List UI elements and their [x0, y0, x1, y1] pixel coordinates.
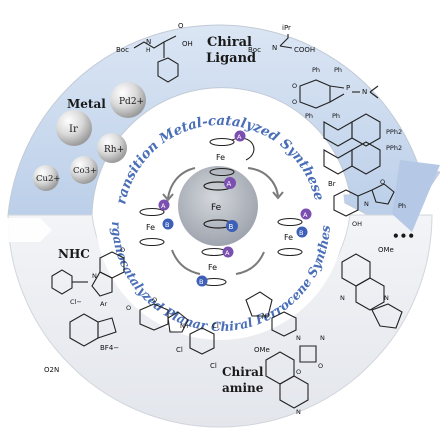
svg-text:iPr: iPr [282, 24, 291, 32]
substituent-b-marker [226, 220, 238, 232]
svg-text:O: O [178, 22, 184, 30]
svg-text:Ph: Ph [305, 112, 313, 120]
svg-text:Ph: Ph [398, 202, 406, 210]
svg-text:N: N [262, 312, 267, 320]
svg-text:Fe: Fe [208, 263, 217, 272]
svg-text:B: B [299, 229, 303, 237]
svg-text:N: N [272, 44, 277, 52]
metal-title: Metal [67, 97, 106, 111]
svg-text:N+: N+ [180, 322, 190, 330]
oxazoline-structure: Br O N OH Ph [328, 178, 406, 228]
chiral-ligand-line2: Ligand [206, 51, 256, 66]
svg-text:PPh2: PPh2 [386, 144, 402, 152]
ferrocene-left: Fe A B [139, 199, 174, 247]
cycle-arrows [162, 167, 284, 275]
svg-text:N: N [320, 334, 325, 342]
svg-text:N: N [296, 408, 301, 416]
metal-label-rh: Rh+ [104, 145, 124, 155]
boc-phenylalanine-structure: Boc N H O OH [116, 22, 193, 83]
ferrocene-bottom: Fe B A [196, 246, 234, 287]
svg-text:Boc: Boc [116, 46, 129, 54]
svg-text:B: B [199, 278, 203, 286]
svg-text:Cl: Cl [176, 346, 183, 354]
ring-right-arrow [392, 160, 440, 232]
svg-text:H: H [146, 47, 151, 54]
metal-label-pd: Pd2+ [119, 97, 144, 107]
cinchona-squaramide-structure: OMe N N N N O O OMe N N [245, 246, 403, 416]
ring-left-arrow [0, 218, 52, 242]
svg-text:Fe: Fe [146, 223, 155, 232]
svg-text:A: A [237, 133, 242, 141]
chiral-amine-line2: amine [222, 381, 264, 395]
svg-text:O: O [380, 178, 385, 186]
svg-text:Cl: Cl [210, 362, 217, 370]
svg-text:Fe: Fe [216, 153, 225, 162]
svg-text:B: B [229, 223, 234, 231]
svg-text:A: A [227, 180, 232, 188]
svg-text:A: A [161, 202, 166, 210]
svg-text:Ar: Ar [100, 300, 107, 308]
svg-text:OH: OH [352, 220, 362, 228]
svg-text:N: N [296, 334, 301, 342]
svg-text:OH: OH [182, 40, 193, 48]
svg-text:A: A [225, 249, 230, 257]
svg-text:Cl−: Cl− [70, 298, 82, 306]
svg-text:O: O [318, 362, 323, 370]
svg-text:O2N: O2N [44, 366, 59, 374]
metal-spheres: Pd2+ Ir Rh+ Co3+ Cu2+ [33, 82, 146, 191]
svg-text:Fe: Fe [284, 233, 293, 242]
svg-text:O: O [292, 98, 297, 106]
chiral-amine-line1: Chiral [222, 365, 264, 379]
svg-text:Ph: Ph [334, 66, 342, 74]
svg-text:OMe: OMe [378, 246, 394, 254]
svg-text:Br: Br [328, 180, 336, 188]
svg-text:Boc: Boc [248, 46, 261, 54]
nhc-morpholine-triazolium: O N Ar Cl− [51, 246, 125, 308]
svg-text:COOH: COOH [294, 46, 315, 54]
metal-label-cu: Cu2+ [36, 174, 61, 184]
svg-text:OMe: OMe [254, 346, 270, 354]
svg-text:B: B [165, 221, 169, 229]
svg-text:O: O [152, 296, 157, 304]
svg-text:N: N [340, 294, 345, 302]
svg-text:O: O [120, 246, 125, 254]
nhc-indanol-triazolium: O O N+ BF4− Cl Cl Cl O2N [44, 296, 219, 374]
svg-text:N: N [146, 38, 151, 46]
svg-text:O: O [296, 368, 301, 376]
substituent-a-marker [224, 177, 236, 189]
svg-text:N: N [384, 294, 389, 302]
taddol-phosphoramidite-structure: Ph Ph Ph Ph P N O O [292, 66, 379, 120]
svg-text:PPh2: PPh2 [386, 128, 402, 136]
boc-valine-structure: iPr Boc N COOH [248, 24, 315, 54]
center-ferrocene: Fe A B [203, 177, 238, 232]
svg-text:Fe: Fe [211, 203, 222, 213]
svg-text:N: N [92, 272, 97, 280]
svg-text:A: A [303, 211, 308, 219]
ellipsis-more: ••• [392, 229, 415, 243]
svg-text:Ph: Ph [312, 66, 320, 74]
ferrocene-top: Fe A [209, 130, 255, 177]
svg-text:N: N [364, 200, 369, 208]
svg-text:N: N [362, 88, 367, 96]
ferrocene-right: Fe A B [277, 208, 312, 257]
svg-text:Ph: Ph [332, 112, 340, 120]
metal-label-ir: Ir [69, 124, 78, 135]
svg-text:O: O [126, 304, 131, 312]
svg-text:O: O [292, 82, 297, 90]
svg-text:Cl: Cl [212, 322, 219, 330]
metal-label-co: Co3+ [73, 166, 97, 176]
svg-text:BF4−: BF4− [100, 344, 119, 352]
svg-text:P: P [346, 84, 350, 92]
binap-structure: PPh2 PPh2 [323, 113, 402, 175]
chiral-ligand-line1: Chiral [207, 35, 252, 50]
nhc-title: NHC [58, 247, 90, 261]
